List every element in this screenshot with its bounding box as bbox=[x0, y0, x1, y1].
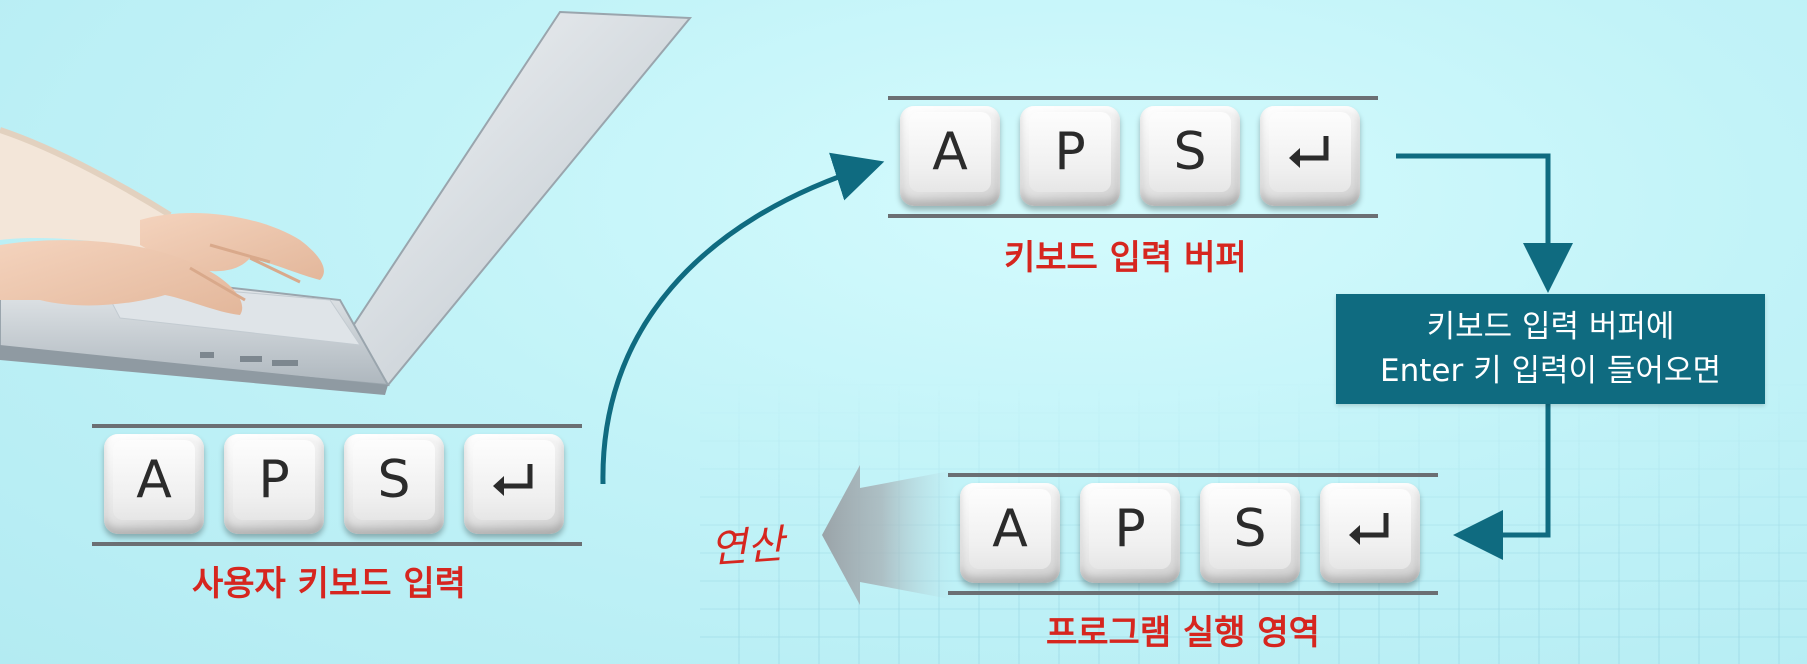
key-s: S bbox=[1140, 106, 1240, 206]
program-keyrow: A P S bbox=[948, 470, 1438, 600]
operation-label: 연산 bbox=[708, 521, 786, 573]
key-a: A bbox=[960, 483, 1060, 583]
key-enter bbox=[464, 434, 564, 534]
rail-top bbox=[92, 424, 582, 428]
condition-line-2: Enter 키 입력이 들어오면 bbox=[1380, 353, 1721, 389]
key-a: A bbox=[104, 434, 204, 534]
key-enter bbox=[1320, 483, 1420, 583]
user-input-keyrow: A P S bbox=[92, 420, 582, 550]
key-p: P bbox=[1020, 106, 1120, 206]
enter-key-icon bbox=[1289, 136, 1329, 168]
rail-top bbox=[948, 473, 1438, 477]
rail-bottom bbox=[888, 214, 1378, 218]
key-s: S bbox=[344, 434, 444, 534]
arrow-to-buffer bbox=[600, 152, 885, 485]
key-enter bbox=[1260, 106, 1360, 206]
rail-bottom bbox=[92, 542, 582, 546]
user-input-label: 사용자 키보드 입력 bbox=[192, 564, 466, 604]
key-p: P bbox=[1080, 483, 1180, 583]
arrow-to-program bbox=[1453, 404, 1551, 560]
enter-key-icon bbox=[1349, 513, 1389, 545]
key-p: P bbox=[224, 434, 324, 534]
rail-top bbox=[888, 96, 1378, 100]
program-label: 프로그램 실행 영역 bbox=[1046, 613, 1320, 653]
rail-bottom bbox=[948, 591, 1438, 595]
buffer-keyrow: A P S bbox=[888, 93, 1378, 223]
key-a: A bbox=[900, 106, 1000, 206]
condition-line-1: 키보드 입력 버퍼에 bbox=[1426, 309, 1675, 345]
arrow-to-condition bbox=[1396, 153, 1573, 293]
enter-key-icon bbox=[493, 464, 533, 496]
key-s: S bbox=[1200, 483, 1300, 583]
laptop-illustration bbox=[0, 10, 693, 395]
buffer-label: 키보드 입력 버퍼 bbox=[1004, 238, 1247, 278]
arrow-to-operation bbox=[822, 465, 955, 605]
enter-condition-box: 키보드 입력 버퍼에 Enter 키 입력이 들어오면 bbox=[1336, 294, 1765, 404]
